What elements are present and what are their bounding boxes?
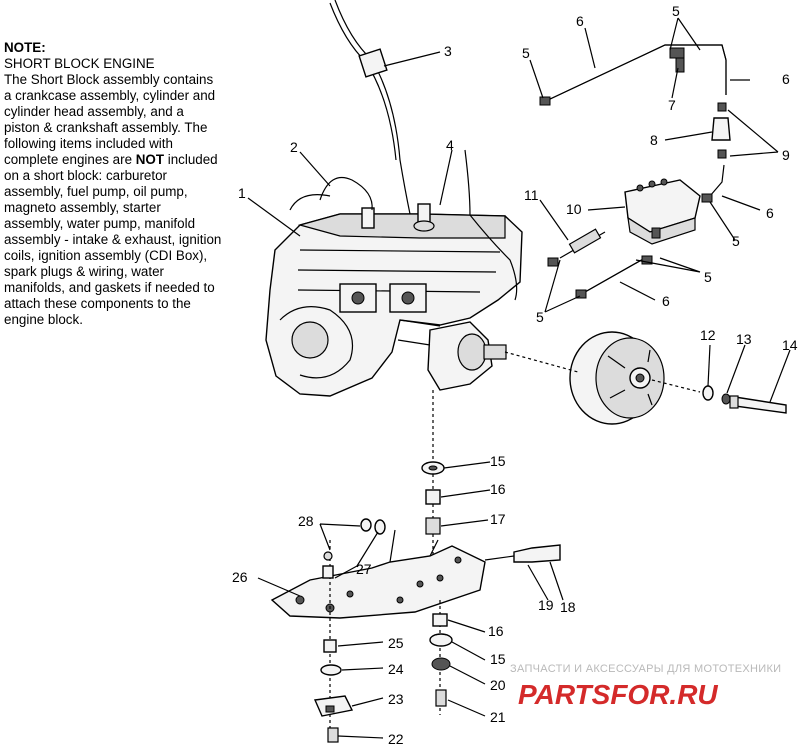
callout-5-bottom: 5 bbox=[536, 309, 544, 325]
watermark-tagline: ЗАПЧАСТИ И АКСЕССУАРЫ ДЛЯ МОТОТЕХНИКИ bbox=[510, 663, 781, 675]
callout-16-top: 16 bbox=[490, 481, 506, 497]
callout-26: 26 bbox=[232, 569, 248, 585]
note-body-start: The Short Block assembly contains a cran… bbox=[4, 72, 216, 167]
callout-28: 28 bbox=[298, 513, 314, 529]
callout-20: 20 bbox=[490, 677, 506, 693]
leader-lines bbox=[247, 17, 791, 739]
callout-21: 21 bbox=[490, 709, 506, 725]
callout-8: 8 bbox=[650, 132, 658, 148]
callout-labels: 1 2 3 4 5 5 5 5 5 6 6 6 6 7 8 9 10 11 12… bbox=[232, 3, 798, 747]
watermark: ЗАПЧАСТИ И АКСЕССУАРЫ ДЛЯ МОТОТЕХНИКИ PA… bbox=[510, 663, 781, 710]
note-subheading: SHORT BLOCK ENGINE bbox=[4, 56, 155, 71]
callout-5-top: 5 bbox=[672, 3, 680, 19]
callout-5-middle: 5 bbox=[704, 269, 712, 285]
callout-6-bottom: 6 bbox=[662, 293, 670, 309]
callout-3: 3 bbox=[444, 43, 452, 59]
callout-6-pump: 6 bbox=[766, 205, 774, 221]
callout-13: 13 bbox=[736, 331, 752, 347]
note-body-bold: NOT bbox=[135, 152, 165, 167]
callout-17: 17 bbox=[490, 511, 506, 527]
recoil-starter bbox=[504, 331, 787, 425]
callout-15-bottom: 15 bbox=[490, 651, 506, 667]
callout-19: 19 bbox=[538, 597, 554, 613]
callout-12: 12 bbox=[700, 327, 716, 343]
spark-plug-wires bbox=[289, 0, 518, 301]
note-heading: NOTE: bbox=[4, 40, 46, 55]
callout-2: 2 bbox=[290, 139, 298, 155]
callout-6-right: 6 bbox=[782, 71, 790, 87]
callout-24: 24 bbox=[388, 661, 404, 677]
watermark-logo: PARTSFOR.RU bbox=[518, 679, 718, 710]
callout-4: 4 bbox=[446, 137, 454, 153]
callout-27: 27 bbox=[356, 561, 372, 577]
callout-10: 10 bbox=[566, 201, 582, 217]
callout-7: 7 bbox=[668, 97, 676, 113]
callout-6-top: 6 bbox=[576, 13, 584, 29]
callout-11: 11 bbox=[524, 187, 539, 203]
mount-hardware bbox=[270, 390, 561, 743]
callout-1: 1 bbox=[238, 185, 246, 201]
callout-5-right: 5 bbox=[732, 233, 740, 249]
callout-16-bottom: 16 bbox=[488, 623, 504, 639]
callout-22: 22 bbox=[388, 731, 404, 747]
callout-9: 9 bbox=[782, 147, 790, 163]
callout-18: 18 bbox=[560, 599, 576, 615]
fuel-system bbox=[539, 44, 731, 299]
callout-5-top-left: 5 bbox=[522, 45, 530, 61]
callout-15-top: 15 bbox=[490, 453, 506, 469]
callout-23: 23 bbox=[388, 691, 404, 707]
callout-25: 25 bbox=[388, 635, 404, 651]
note-body-end: included on a short block: carburetor as… bbox=[4, 152, 222, 327]
short-block-note: NOTE: SHORT BLOCK ENGINE The Short Block… bbox=[4, 40, 222, 328]
callout-14: 14 bbox=[782, 337, 798, 353]
engine-block bbox=[265, 203, 523, 397]
